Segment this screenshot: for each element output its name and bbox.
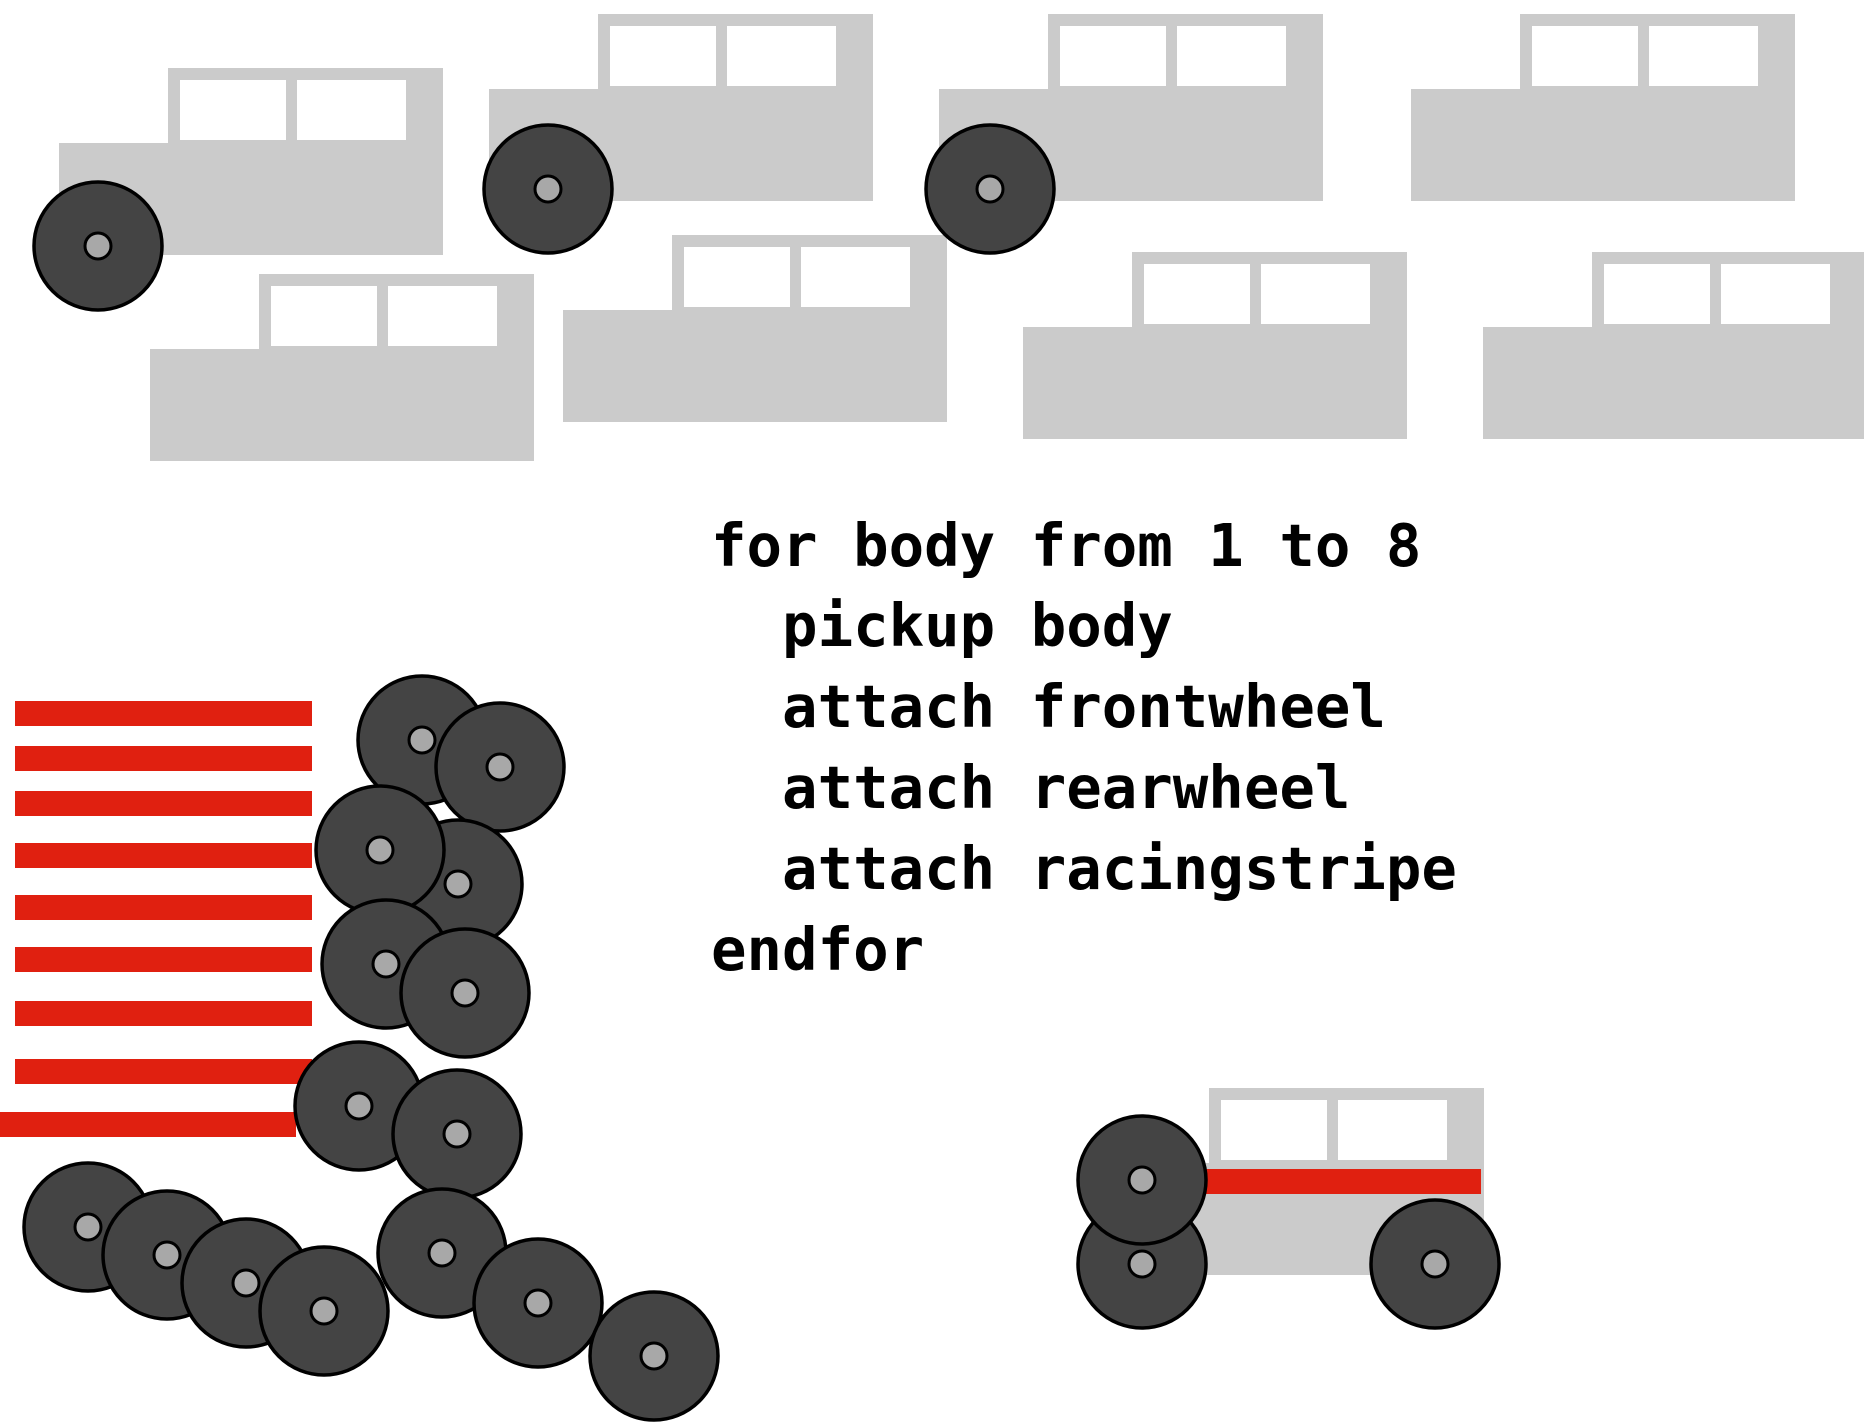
hub [73,1212,103,1242]
wheel-icon [588,1290,720,1422]
code-line-5: attach racingstripe [711,834,1457,903]
racing-stripe-icon [15,1059,312,1084]
racing-stripes-group [0,701,312,1137]
car-window-front [610,26,716,86]
car-body-icon [1411,14,1795,201]
car-window-front [684,247,790,307]
car-body-icon [1023,252,1407,439]
car-window-rear [1261,264,1370,324]
car-bodies-group [32,14,1864,461]
car-window-rear [388,286,497,346]
hub [523,1288,553,1318]
wheel-icon [314,784,446,916]
car-body-icon [563,235,947,422]
wheel-icon [293,1040,425,1172]
racing-stripe-icon [15,1001,312,1026]
car-body-icon [1483,252,1864,439]
pseudocode-block: for body from 1 to 8 pickup body attach … [711,511,1457,984]
hub [407,725,437,755]
car-window-front [271,286,377,346]
car-body-icon [150,274,534,461]
wheels-pile-group [22,674,720,1422]
attached-front-wheel-icon [1076,1114,1208,1246]
hub [450,978,480,1008]
car-window-front [1060,26,1166,86]
hub [1127,1249,1157,1279]
hub [533,174,563,204]
wheel-icon [434,701,566,833]
code-line-2: pickup body [711,591,1173,660]
car-body-lower [1411,89,1795,201]
car-body-lower [1483,327,1864,439]
racing-stripe-icon [15,746,312,771]
car-window-front [1221,1100,1327,1160]
car-window-rear [727,26,836,86]
hub [1420,1249,1450,1279]
car-window-front [1604,264,1710,324]
hub [975,174,1005,204]
car-window-rear [1721,264,1830,324]
car-body-lower [563,310,947,422]
car-window-rear [1177,26,1286,86]
racing-stripe-icon [15,701,312,726]
hub [371,949,401,979]
racing-stripe-icon [15,843,312,868]
car-window-front [1532,26,1638,86]
racing-stripe-icon [0,1112,296,1137]
car-window-front [180,80,286,140]
wheel-icon [472,1237,604,1369]
hub [152,1240,182,1270]
car-window-rear [1649,26,1758,86]
car-body-lower [1023,327,1407,439]
car-window-front [1144,264,1250,324]
hub [365,835,395,865]
hub [344,1091,374,1121]
hub [1127,1165,1157,1195]
car-body-lower [150,349,534,461]
car-window-rear [801,247,910,307]
code-line-1: for body from 1 to 8 [711,511,1421,580]
wheel-icon [258,1245,390,1377]
racing-stripe-icon [15,791,312,816]
hub [443,869,473,899]
racing-stripe-icon [15,947,312,972]
hub [309,1296,339,1326]
hub [231,1268,261,1298]
code-line-3: attach frontwheel [711,672,1386,741]
racing-stripe-icon [15,895,312,920]
code-line-4: attach rearwheel [711,753,1350,822]
code-line-6: endfor [711,915,924,984]
hub [485,752,515,782]
wheel-icon [391,1068,523,1200]
hub [442,1119,472,1149]
hub [639,1341,669,1371]
car-window-rear [1338,1100,1447,1160]
wheel-icon [399,927,531,1059]
wheel-icon [924,123,1056,255]
hub [427,1238,457,1268]
assembled-car [1076,1088,1501,1330]
wheel-icon [32,180,164,312]
car-window-rear [297,80,406,140]
wheel-icon [482,123,614,255]
attached-rear-wheel-icon [1369,1198,1501,1330]
hub [83,231,113,261]
